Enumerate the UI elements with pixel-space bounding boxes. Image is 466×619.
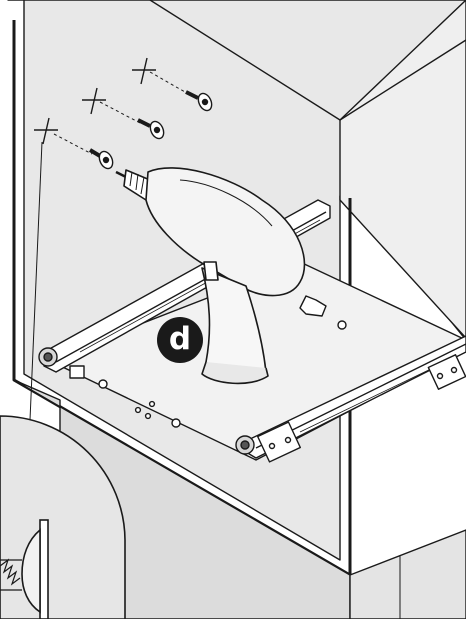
- screw-icon: [185, 90, 213, 112]
- cross-mark-icon: [82, 87, 106, 115]
- cabinet-right-panel: [339, 0, 466, 339]
- cross-mark-icon: [34, 117, 58, 145]
- cabinet-lower-right: [349, 529, 466, 619]
- right-back-bracket: [427, 354, 466, 390]
- screw-icon: [137, 118, 165, 140]
- cross-mark-icon: [132, 57, 156, 85]
- power-drill-icon: [115, 167, 306, 385]
- cabinet-top-edge: [149, 0, 466, 121]
- step-label-badge: d: [157, 317, 203, 363]
- screws: [29, 57, 213, 421]
- magnifier-detail-icon: [0, 415, 126, 619]
- screw-icon: [88, 148, 114, 170]
- right-bracket: [256, 421, 302, 463]
